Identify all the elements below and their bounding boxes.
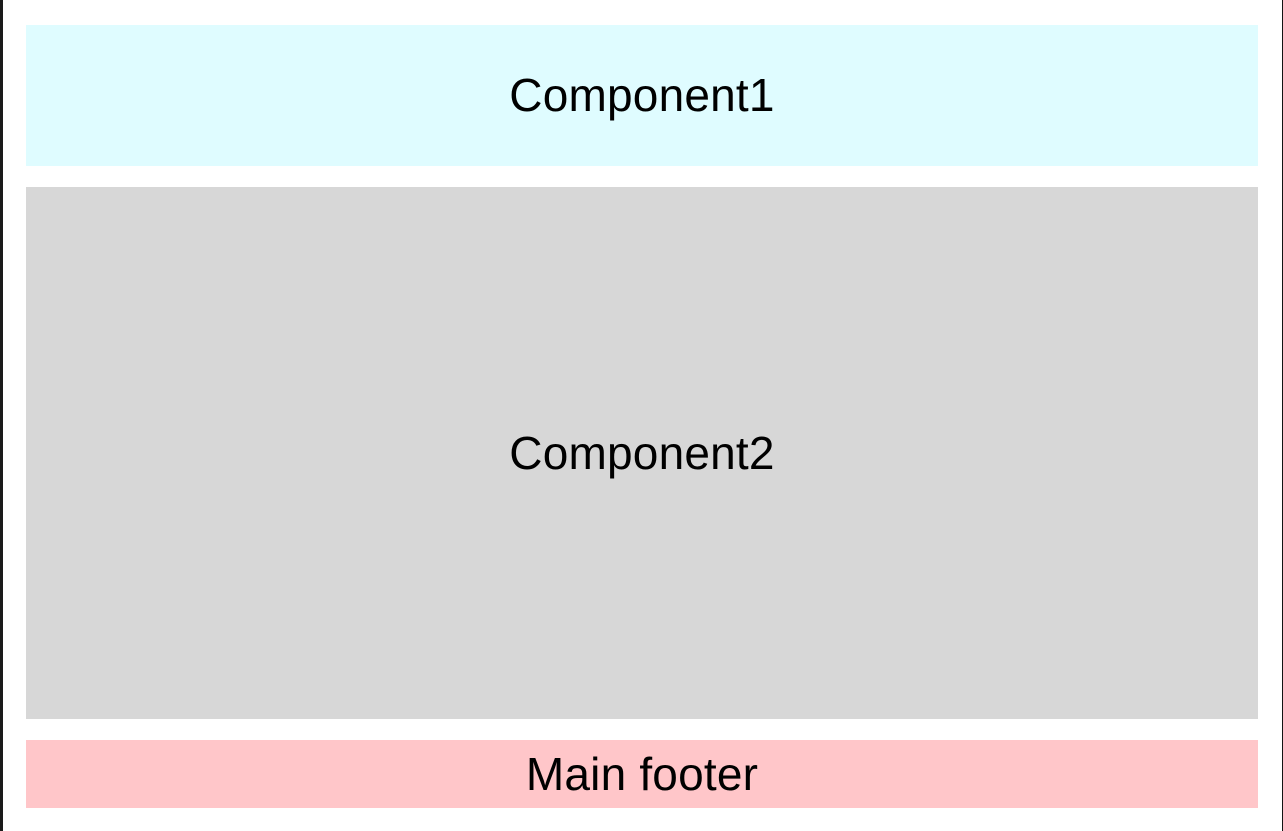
component-2-region[interactable]: Component2	[26, 187, 1258, 719]
component-1-region[interactable]: Component1	[26, 25, 1258, 166]
component-stack: Component1 Component2 Main footer	[26, 0, 1258, 831]
component-1-label: Component1	[509, 69, 775, 122]
main-footer-region[interactable]: Main footer	[26, 740, 1258, 808]
main-footer-label: Main footer	[525, 747, 759, 800]
component-2-label: Component2	[509, 426, 775, 479]
